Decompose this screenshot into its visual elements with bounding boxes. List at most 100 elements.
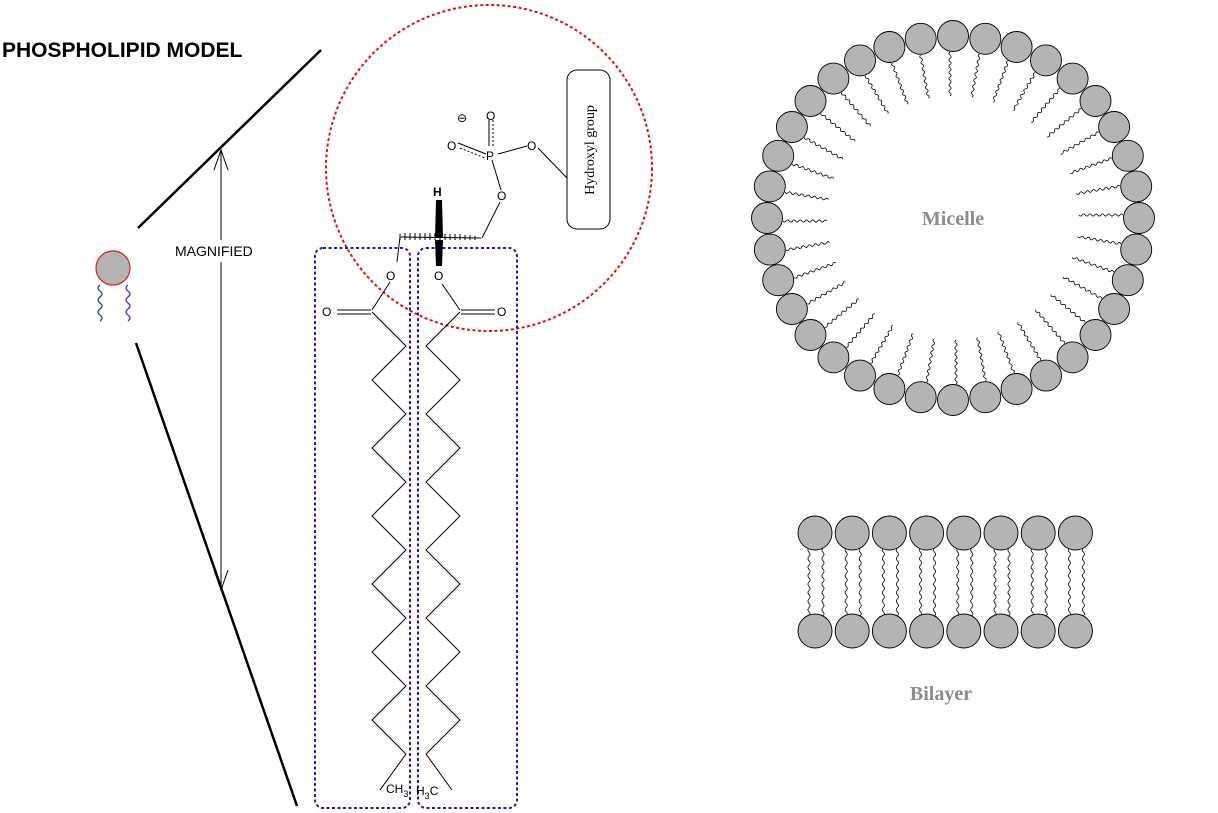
model-tail-right bbox=[125, 284, 131, 322]
fatty-acid-chain-left bbox=[371, 311, 407, 791]
bilayer-head-top bbox=[983, 515, 1019, 551]
micelle-head bbox=[1030, 44, 1062, 77]
micelle-tail bbox=[1031, 88, 1060, 123]
atom-o-carbonyl-right: O bbox=[497, 305, 506, 319]
micelle-tail bbox=[992, 60, 1009, 103]
micelle-head bbox=[762, 264, 795, 297]
micelle-head bbox=[1079, 85, 1112, 117]
bilayer-tail bbox=[933, 547, 937, 617]
micelle-tail bbox=[948, 51, 952, 97]
bilayer-tail bbox=[919, 547, 923, 617]
hydroxyl-group-box bbox=[566, 69, 611, 230]
chain-end-left: CH3 bbox=[386, 782, 408, 799]
atom-o-ester-right: O bbox=[434, 269, 443, 283]
micelle-tail bbox=[1076, 184, 1121, 195]
micelle-tail bbox=[891, 62, 909, 105]
micelle-tail bbox=[1012, 72, 1036, 111]
bilayer-tail bbox=[821, 547, 825, 617]
micelle-head bbox=[969, 381, 1002, 414]
micelle-tail bbox=[864, 75, 889, 114]
micelle-head bbox=[844, 44, 876, 77]
charge-symbol: ⊖ bbox=[457, 111, 467, 125]
atom-o-carbonyl-left: O bbox=[322, 305, 331, 319]
micelle-tail bbox=[954, 339, 958, 385]
micelle-head bbox=[1098, 293, 1131, 325]
bilayer-head-bottom bbox=[1020, 613, 1056, 649]
micelle-tail bbox=[1035, 309, 1065, 344]
bilayer-tail bbox=[993, 547, 997, 617]
diagram-title: PHOSPHOLIPID MODEL bbox=[2, 39, 243, 62]
atom-o-ester-left: O bbox=[386, 269, 395, 283]
micelle-head bbox=[1030, 359, 1062, 392]
micelle bbox=[751, 20, 1155, 416]
micelle-tail bbox=[785, 241, 830, 252]
bilayer-label: Bilayer bbox=[910, 683, 972, 705]
bilayer-head-bottom bbox=[834, 613, 870, 649]
micelle-head bbox=[1056, 62, 1089, 95]
micelle-tail bbox=[1050, 294, 1086, 323]
bilayer-head-top bbox=[1057, 515, 1093, 551]
bilayer-head-top bbox=[909, 515, 945, 551]
micelle-head bbox=[969, 22, 1002, 55]
zoom-line-top bbox=[137, 49, 322, 229]
micelle-head bbox=[794, 319, 827, 351]
micelle-tail bbox=[784, 191, 829, 201]
atom-p: P bbox=[486, 149, 494, 163]
micelle-tail bbox=[804, 137, 844, 160]
micelle-tail bbox=[919, 54, 930, 99]
micelle-tail bbox=[971, 53, 981, 98]
micelle-head bbox=[1123, 202, 1155, 234]
magnified-arrow bbox=[213, 148, 229, 592]
bilayer-head-bottom bbox=[946, 613, 982, 649]
glycerol-backbone bbox=[396, 200, 482, 266]
hydroxyl-group-label: Hydroxyl group bbox=[583, 105, 598, 195]
fatty-acid-chain-right bbox=[425, 311, 461, 791]
bilayer-tail bbox=[858, 547, 862, 617]
micelle-head bbox=[1111, 139, 1144, 172]
bilayer-head-top bbox=[946, 515, 982, 551]
bilayer-tail bbox=[1067, 547, 1071, 617]
phosphate-group bbox=[457, 120, 568, 239]
micelle-head bbox=[1056, 341, 1089, 374]
micelle-head bbox=[817, 62, 850, 95]
bilayer-tail bbox=[1044, 547, 1048, 617]
tail-box-left bbox=[314, 247, 411, 809]
micelle-tail bbox=[1070, 157, 1112, 175]
micelle-head bbox=[751, 202, 783, 234]
zoom-line-bottom bbox=[134, 342, 299, 807]
bilayer-tail bbox=[1030, 547, 1034, 617]
micelle-head bbox=[775, 111, 808, 143]
micelle-tail bbox=[824, 298, 859, 328]
magnified-label: MAGNIFIED bbox=[175, 243, 253, 259]
atom-o-right: O bbox=[527, 139, 536, 153]
bilayer-tail bbox=[970, 547, 974, 617]
bilayer-tail bbox=[881, 547, 885, 617]
micelle-head bbox=[1079, 319, 1112, 351]
bilayer-head-bottom bbox=[871, 613, 907, 649]
micelle-tail bbox=[976, 337, 987, 382]
atom-o-left: O bbox=[447, 139, 456, 153]
micelle-head bbox=[1098, 111, 1131, 143]
bilayer-head-bottom bbox=[797, 613, 833, 649]
micelle-tail bbox=[1077, 235, 1122, 245]
phospholipid-model-icon bbox=[95, 250, 131, 322]
bilayer-head-top bbox=[871, 515, 907, 551]
atom-o-lower: O bbox=[497, 189, 506, 203]
micelle-tail bbox=[870, 325, 894, 364]
micelle-head bbox=[1120, 170, 1153, 203]
micelle-head bbox=[817, 341, 850, 374]
micelle-head bbox=[937, 20, 969, 52]
bilayer-head-top bbox=[797, 515, 833, 551]
micelle-head bbox=[794, 85, 827, 117]
micelle-head bbox=[753, 233, 786, 266]
micelle-tail bbox=[1062, 276, 1102, 299]
micelle-tail bbox=[1060, 131, 1099, 155]
micelle-head bbox=[1120, 233, 1153, 266]
micelle-head bbox=[937, 384, 969, 416]
micelle-tail bbox=[1017, 322, 1042, 361]
micelle-tail bbox=[997, 331, 1015, 374]
ester-left bbox=[337, 281, 391, 315]
micelle-head bbox=[873, 373, 906, 405]
micelle-tail bbox=[1047, 108, 1082, 138]
